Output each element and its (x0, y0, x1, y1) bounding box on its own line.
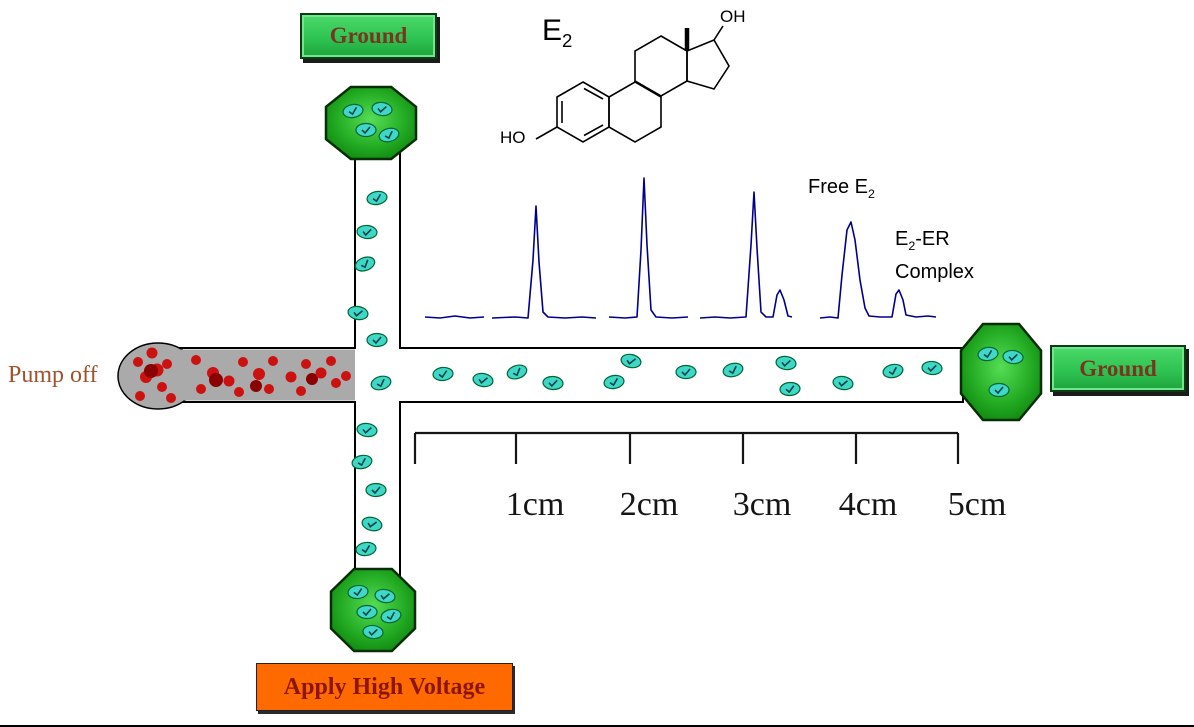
molecule-icon (365, 482, 387, 498)
ruler-label-3cm: 3cm (732, 486, 792, 523)
e2-base-text: E (542, 14, 563, 47)
molecule-icon (675, 364, 697, 380)
ruler-label-2cm: 2cm (619, 486, 679, 523)
ho-bond (535, 126, 558, 140)
reservoir-bottom (329, 567, 417, 653)
oh-bond (713, 25, 724, 41)
free-e2-base-text: Free E (808, 176, 869, 198)
sample-red-particles (133, 347, 351, 403)
ruler (413, 431, 960, 464)
reservoir-top (324, 85, 418, 161)
molecule-icon (366, 332, 388, 348)
oh-atom-label: OH (720, 7, 746, 26)
e2-er-complex-annotation: E2-ER Complex (895, 226, 974, 285)
molecule-icon (988, 382, 1010, 398)
ground-button-top: Ground (300, 13, 437, 59)
molecule-icon (355, 122, 377, 138)
ruler-label-4cm: 4cm (838, 486, 898, 523)
molecule-icon (356, 604, 378, 620)
ground-top-label: Ground (329, 23, 408, 48)
e2-sub-text: 2 (562, 30, 573, 51)
ho-atom-label: HO (500, 128, 526, 147)
estradiol-structure (535, 25, 730, 143)
e2-molecule-label: E2 (542, 14, 572, 52)
free-e2-sub-text: 2 (868, 187, 875, 201)
ground-right-label: Ground (1079, 355, 1157, 381)
ruler-label-5cm: 5cm (947, 486, 1007, 523)
complex-pre-text: E (895, 228, 909, 250)
free-e2-annotation: Free E2 (808, 174, 875, 207)
complex-line1: E2-ER (895, 226, 974, 259)
ruler-label-1cm: 1cm (505, 486, 565, 523)
apply-high-voltage-button: Apply High Voltage (256, 663, 513, 711)
apply-high-voltage-label: Apply High Voltage (283, 673, 486, 700)
reservoir-right (959, 322, 1043, 422)
complex-line2: Complex (895, 261, 974, 283)
pump-off-label: Pump off (8, 362, 98, 388)
electropherogram-trace (424, 177, 937, 319)
complex-post-text: -ER (915, 228, 950, 250)
complex-sub-text: 2 (908, 239, 916, 253)
ground-button-right: Ground (1050, 345, 1186, 392)
